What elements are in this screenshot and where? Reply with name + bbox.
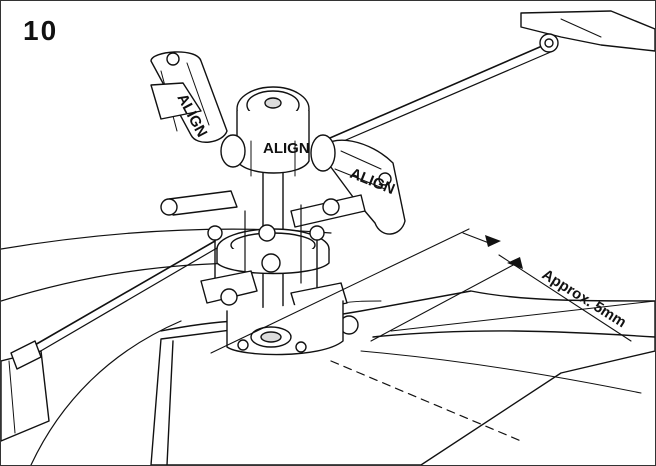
spindle-left — [220, 134, 246, 168]
blade-grip-right — [318, 139, 406, 235]
grip-bolt-right — [378, 172, 392, 186]
flybar-right-2 — [324, 50, 554, 150]
flybar-left-2 — [26, 247, 218, 360]
flybar-right — [322, 42, 550, 142]
frame-edge-2 — [166, 340, 174, 465]
dimension-extension-upper — [210, 228, 470, 354]
tail-boom-line — [390, 300, 655, 332]
spindle-right — [310, 134, 336, 172]
lower-arm-left — [200, 270, 258, 304]
flybar-left — [20, 240, 216, 354]
flybar-paddle-left — [10, 340, 42, 370]
dimension-arrow-lower — [507, 257, 523, 269]
step-number: 10 — [23, 15, 59, 46]
dimension-leader — [498, 254, 632, 342]
center-dashed-line — [330, 360, 522, 442]
hub-logo: ALIGN — [263, 140, 310, 157]
mixing-arm-left — [168, 190, 238, 216]
grip-bolt-left — [166, 52, 180, 66]
frame-edge-4 — [360, 350, 642, 394]
blade-grip-left-lower — [150, 82, 202, 120]
dimension-arrow-upper — [485, 235, 501, 247]
dimension-line-left — [462, 232, 490, 244]
frame-edge-3 — [372, 330, 655, 338]
canopy-edge-left — [30, 320, 182, 465]
left-blade-edge — [8, 360, 16, 434]
dimension-extension-lower — [370, 262, 518, 342]
right-blade-edge — [560, 18, 602, 38]
